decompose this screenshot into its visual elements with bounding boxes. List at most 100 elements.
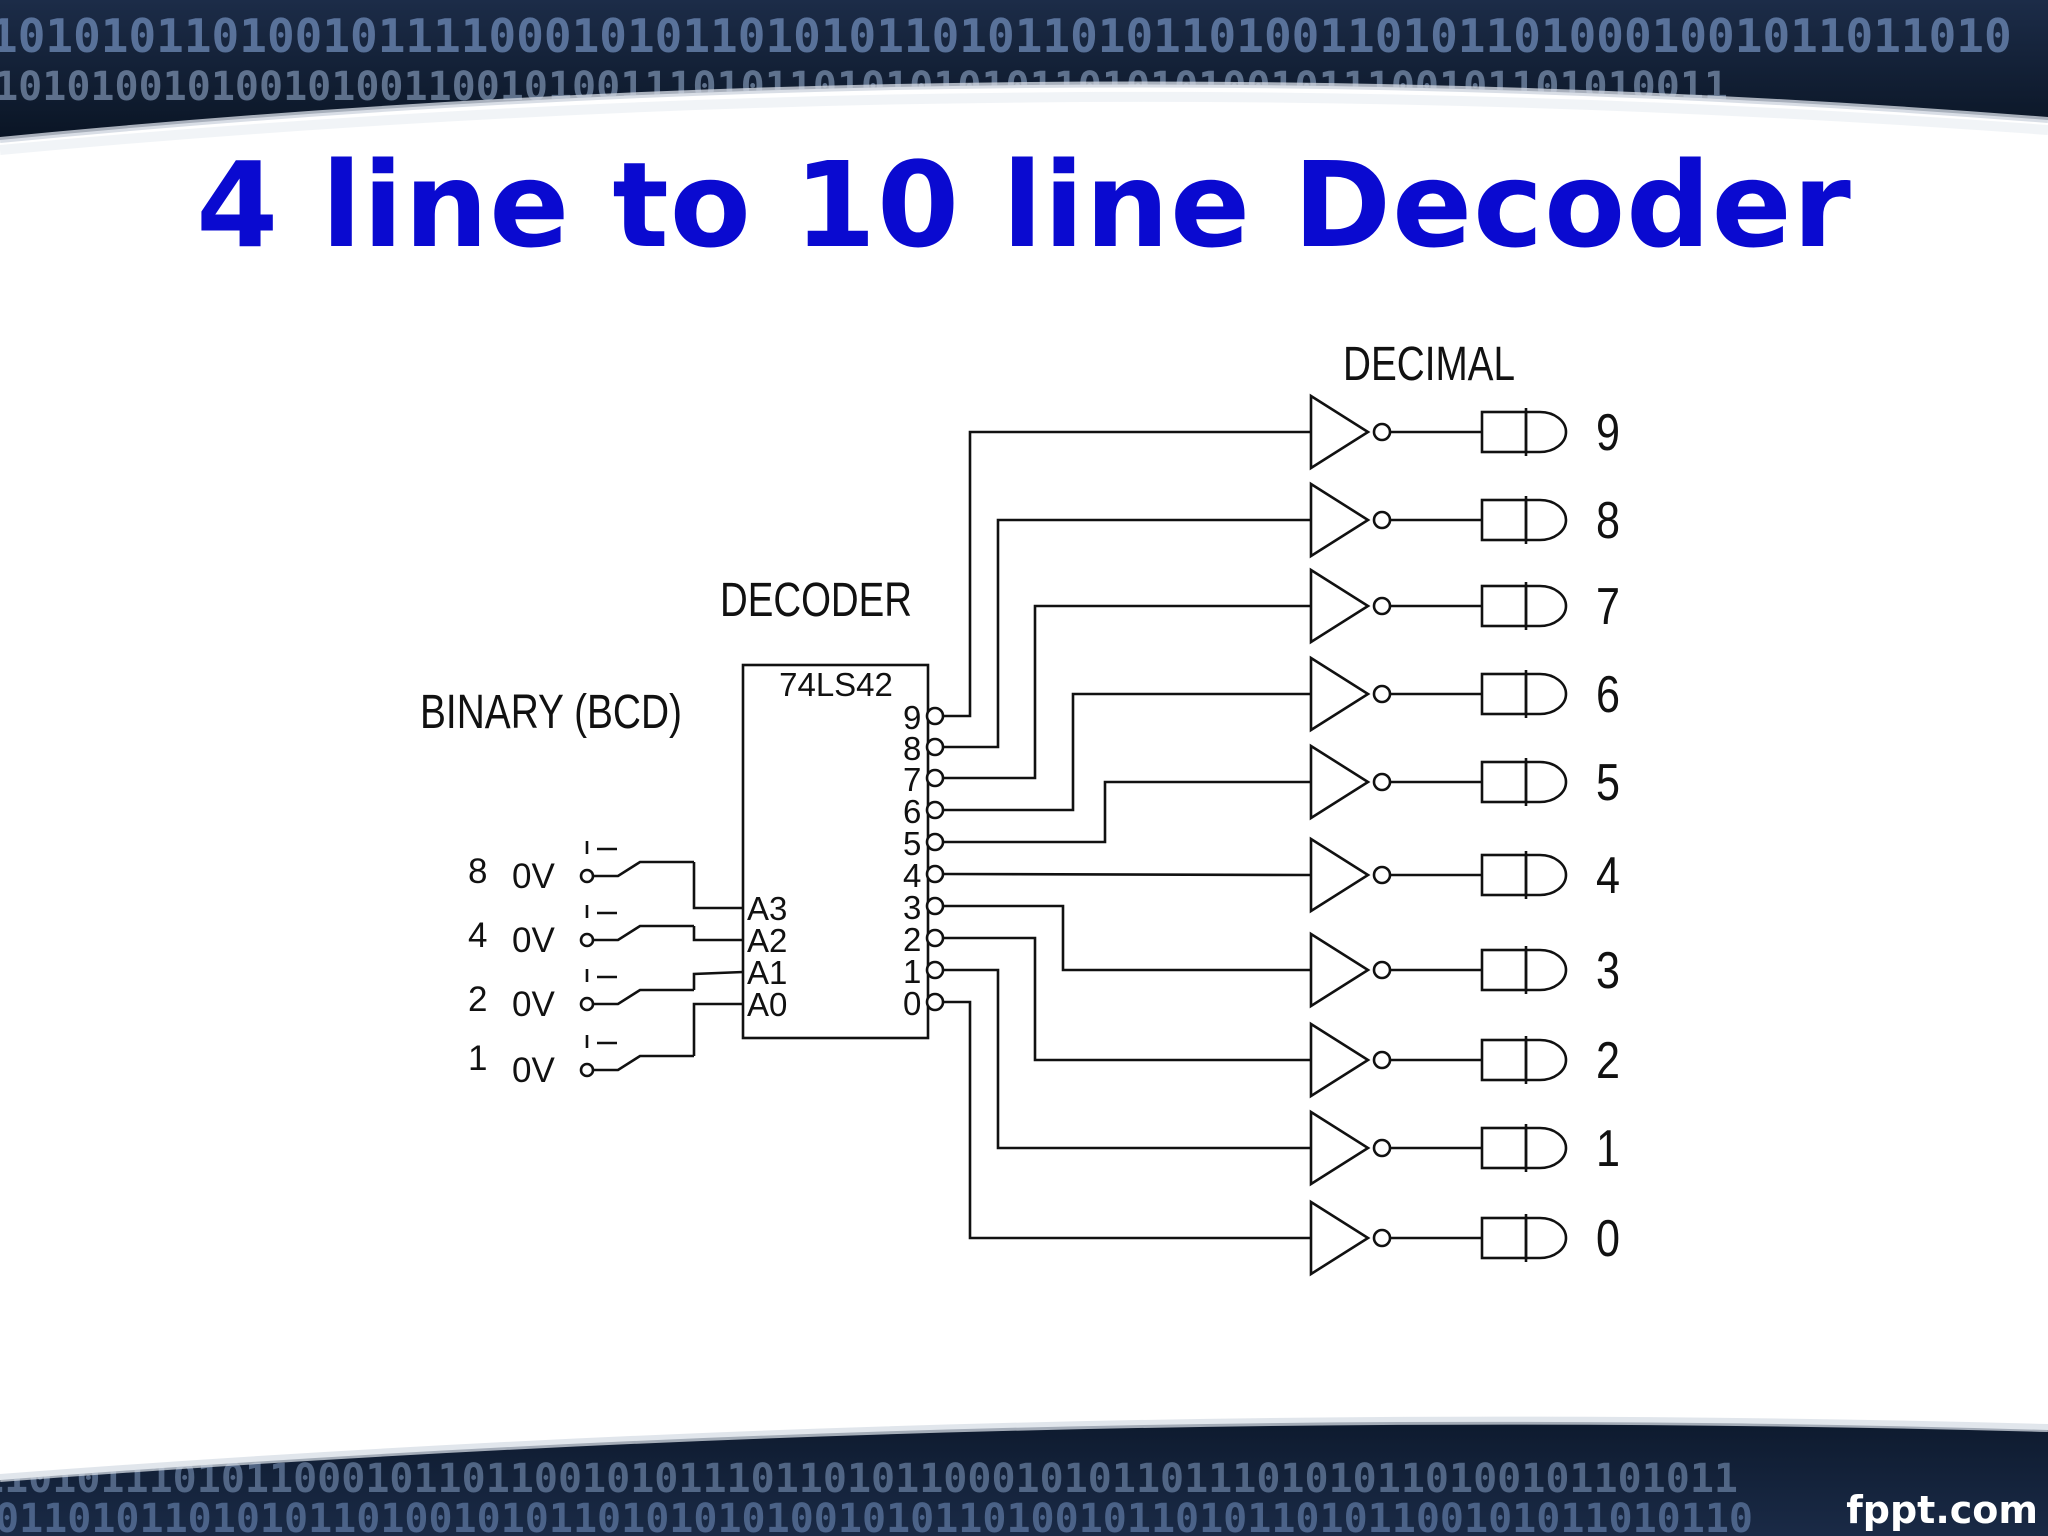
output-bubble-3 [925, 896, 945, 916]
decimal-output-4: 4 [1596, 847, 1620, 905]
inverter-bubble-5 [1372, 772, 1392, 792]
switch-level-1: 0V [512, 1051, 555, 1090]
switch-contact-1 [579, 1062, 595, 1078]
decimal-output-8: 8 [1596, 492, 1620, 550]
switch-contact-8 [579, 868, 595, 884]
inverter-1 [1309, 1109, 1371, 1187]
output-bubble-9 [925, 706, 945, 726]
output-device-cap-6 [1526, 672, 1568, 716]
decimal-output-6: 6 [1596, 666, 1620, 724]
chip-input-a2: A2 [747, 922, 787, 959]
inverter-3 [1309, 931, 1371, 1009]
decimal-output-9: 9 [1596, 404, 1620, 462]
output-device-body-3 [1480, 948, 1528, 992]
output-device-cap-2 [1526, 1038, 1568, 1082]
switch-lever-2 [593, 988, 694, 1006]
inverter-bubble-3 [1372, 960, 1392, 980]
wire-out-0 [943, 1000, 1311, 1240]
inverter-bubble-1 [1372, 1138, 1392, 1158]
output-device-cap-1 [1526, 1126, 1568, 1170]
wire-sw8-a3 [692, 862, 743, 910]
inverter-0 [1309, 1199, 1371, 1277]
output-bubble-0 [925, 992, 945, 1012]
switch-contact-4 [579, 932, 595, 948]
wire-sw4-a2 [692, 926, 743, 942]
switch-level-4: 0V [512, 921, 555, 960]
brand-footer: fppt.com [1846, 1488, 2038, 1532]
switch-weight-8: 8 [468, 852, 487, 891]
chip-output-label-5: 5 [903, 825, 921, 862]
output-device-cap-0 [1526, 1216, 1568, 1260]
output-device-body-7 [1480, 584, 1528, 628]
chip-output-label-9: 9 [903, 699, 921, 736]
wire-out-5 [943, 780, 1311, 844]
switch-lever-8 [593, 860, 694, 878]
switch-lever-1 [593, 1054, 694, 1072]
inverter-bubble-4 [1372, 865, 1392, 885]
output-device-cap-3 [1526, 948, 1568, 992]
inverter-bubble-8 [1372, 510, 1392, 530]
output-device-cap-4 [1526, 853, 1568, 897]
output-device-body-1 [1480, 1126, 1528, 1170]
output-device-body-6 [1480, 672, 1528, 716]
decimal-output-1: 1 [1596, 1120, 1620, 1178]
inverter-4 [1309, 836, 1371, 914]
inverter-5 [1309, 743, 1371, 821]
wire-out-8 [943, 518, 1311, 749]
components: 74LS42 DECODER BINARY (BCD) DECIMAL 9876… [420, 338, 1620, 1277]
chip-output-label-8: 8 [903, 730, 921, 767]
chip-output-label-6: 6 [903, 793, 921, 830]
output-bubble-7 [925, 768, 945, 788]
switch-lever-4 [593, 924, 694, 942]
wire-out-6 [943, 692, 1311, 812]
output-bubble-1 [925, 960, 945, 980]
switch-weight-4: 4 [468, 916, 487, 955]
output-device-cap-9 [1526, 410, 1568, 454]
decoder-label: DECODER [720, 574, 912, 627]
chip-name: 74LS42 [779, 666, 893, 703]
binary-text-row-1: 1010101101001011110001010110101011010110… [0, 9, 2012, 63]
output-device-cap-7 [1526, 584, 1568, 628]
inverter-6 [1309, 655, 1371, 733]
output-device-body-8 [1480, 498, 1528, 542]
decimal-label: DECIMAL [1343, 338, 1515, 391]
wire-sw2-a1 [692, 970, 744, 990]
switch-level-8: 0V [512, 857, 555, 896]
chip-output-label-2: 2 [903, 921, 921, 958]
output-bubble-4 [925, 864, 945, 884]
switch-weight-1: 1 [468, 1039, 487, 1078]
binary-text-row-4: 0110101101010110100101011010101010010101… [0, 1496, 1753, 1536]
output-bubble-8 [925, 737, 945, 757]
output-bubble-2 [925, 928, 945, 948]
binary-text-row-3: 1101011101011000101101100101011101101011… [0, 1456, 1738, 1502]
wire-out-2 [943, 936, 1311, 1062]
inverter-7 [1309, 567, 1371, 645]
decimal-output-3: 3 [1596, 942, 1620, 1000]
slide-title: 4 line to 10 line Decoder [196, 136, 1852, 274]
wire-out-7 [943, 604, 1311, 780]
inverter-8 [1309, 481, 1371, 559]
chip-input-a0: A0 [747, 986, 787, 1023]
chip-output-label-4: 4 [903, 857, 921, 894]
wire-out-9 [943, 430, 1311, 718]
inverter-bubble-6 [1372, 684, 1392, 704]
decimal-output-0: 0 [1596, 1210, 1620, 1268]
wires [692, 430, 1482, 1240]
inverter-9 [1309, 393, 1371, 471]
output-device-body-2 [1480, 1038, 1528, 1082]
decimal-output-2: 2 [1596, 1032, 1620, 1090]
output-device-cap-5 [1526, 760, 1568, 804]
output-bubble-6 [925, 800, 945, 820]
chip-output-label-0: 0 [903, 985, 921, 1022]
wire-out-1 [943, 968, 1311, 1150]
inverter-bubble-2 [1372, 1050, 1392, 1070]
switch-level-2: 0V [512, 985, 555, 1024]
wire-out-3 [943, 904, 1311, 972]
binary-bcd-label: BINARY (BCD) [420, 686, 682, 739]
switch-weight-2: 2 [468, 980, 487, 1019]
output-device-body-0 [1480, 1216, 1528, 1260]
chip-output-label-3: 3 [903, 889, 921, 926]
